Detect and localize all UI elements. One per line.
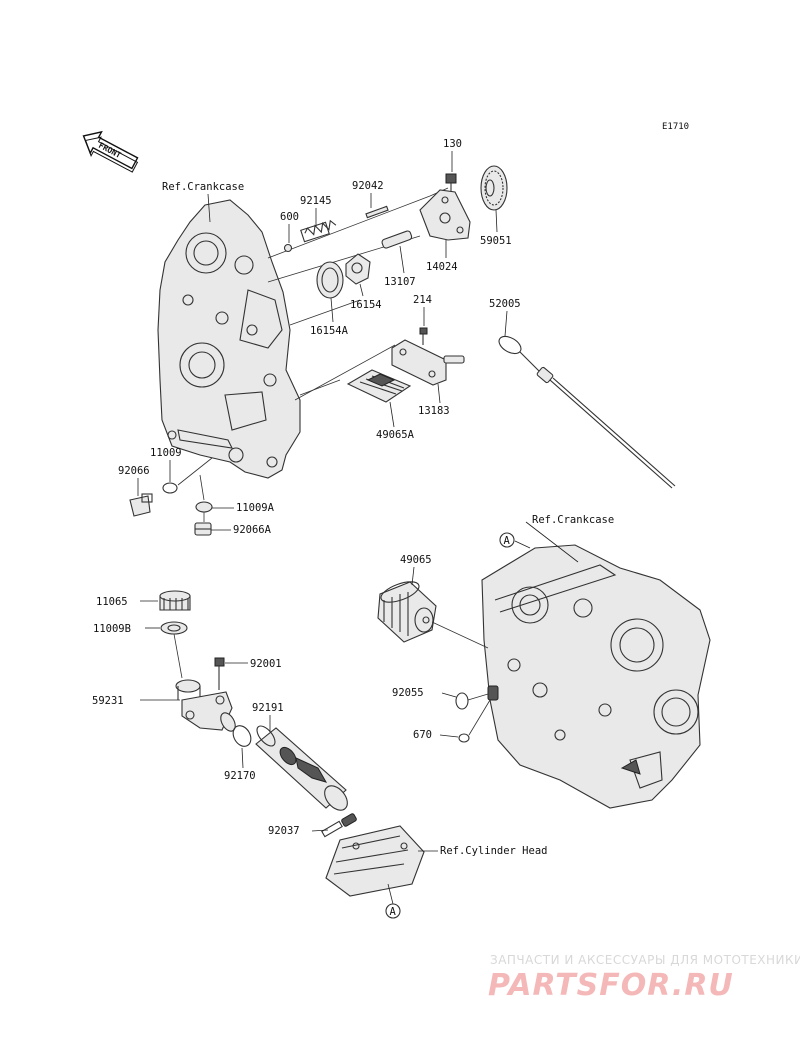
label-49065a: 49065A — [376, 429, 415, 441]
part-59051-gear — [480, 165, 508, 211]
part-49065a-strainer — [346, 369, 412, 403]
label-13183: 13183 — [418, 405, 450, 417]
part-92191-hose — [255, 725, 348, 811]
part-92170-clamp — [232, 725, 252, 747]
front-arrow-icon: FRONT — [82, 130, 139, 173]
crankcase-cover-left — [157, 199, 301, 479]
label-92066: 92066 — [118, 465, 150, 477]
ref-cylinder-head: Ref.Cylinder Head — [440, 845, 547, 857]
label-59231: 59231 — [92, 695, 124, 707]
part-92066a-plug — [194, 522, 212, 536]
part-11009b-washer — [160, 621, 188, 635]
label-11065: 11065 — [96, 596, 128, 608]
label-92145: 92145 — [300, 195, 332, 207]
part-92042-pin — [365, 205, 389, 219]
label-92037: 92037 — [268, 825, 300, 837]
crankcase-right — [481, 544, 711, 809]
part-52005-dipstick — [498, 335, 676, 489]
label-92191: 92191 — [252, 702, 284, 714]
part-11065-cap — [159, 590, 191, 611]
label-52005: 52005 — [489, 298, 521, 310]
watermark-tagline: ЗАПЧАСТИ И АКСЕССУАРЫ ДЛЯ МОТОТЕХНИКИ — [490, 953, 800, 967]
part-14024-cover — [419, 189, 471, 241]
part-16154-rotor — [345, 253, 371, 285]
label-11009: 11009 — [150, 447, 182, 459]
watermark: ЗАПЧАСТИ И АКСЕССУАРЫ ДЛЯ МОТОТЕХНИКИ PA… — [488, 953, 800, 1003]
label-92001: 92001 — [250, 658, 282, 670]
part-49065-oil-filter — [377, 581, 437, 643]
part-13107-shaft — [381, 230, 413, 249]
label-11009a: 11009A — [236, 502, 275, 514]
label-11009b: 11009B — [93, 623, 131, 635]
ref-crankcase-right: Ref.Crankcase — [532, 514, 614, 526]
part-92145-spring — [300, 219, 337, 243]
label-92055: 92055 — [392, 687, 424, 699]
label-92170: 92170 — [224, 770, 256, 782]
label-92042: 92042 — [352, 180, 384, 192]
label-214: 214 — [413, 294, 432, 306]
part-11009-washer — [162, 482, 178, 494]
label-16154: 16154 — [350, 299, 382, 311]
marker-a-lower: A — [385, 903, 401, 919]
part-92001-bolt — [214, 657, 225, 690]
label-670: 670 — [413, 729, 432, 741]
label-59051: 59051 — [480, 235, 512, 247]
label-14024: 14024 — [426, 261, 458, 273]
label-16154a: 16154A — [310, 325, 349, 337]
label-92066a: 92066A — [233, 524, 272, 536]
part-92037-bolt — [321, 813, 357, 838]
label-49065: 49065 — [400, 554, 432, 566]
diagram-code: E1710 — [662, 122, 689, 132]
part-600 — [283, 243, 293, 253]
label-13107: 13107 — [384, 276, 416, 288]
part-92055-o-ring — [455, 685, 499, 710]
part-11009a-washer — [195, 501, 213, 513]
part-130-bolt — [445, 173, 457, 192]
marker-a-upper: A — [499, 532, 515, 548]
part-214-bolt — [419, 327, 428, 345]
part-13183-bracket — [391, 339, 465, 386]
marker-a-upper-label: A — [504, 535, 511, 547]
cylinder-head-section — [325, 825, 425, 897]
part-92066-plug — [129, 493, 153, 517]
watermark-logo: PARTSFOR.RU — [488, 968, 734, 1003]
marker-a-lower-label: A — [390, 906, 397, 918]
label-600: 600 — [280, 211, 299, 223]
label-130: 130 — [443, 138, 462, 150]
part-59231-fitting — [175, 679, 236, 732]
ref-crankcase-top: Ref.Crankcase — [162, 181, 244, 193]
part-670-o-ring — [458, 733, 470, 743]
part-16154a-rotor — [316, 261, 344, 299]
